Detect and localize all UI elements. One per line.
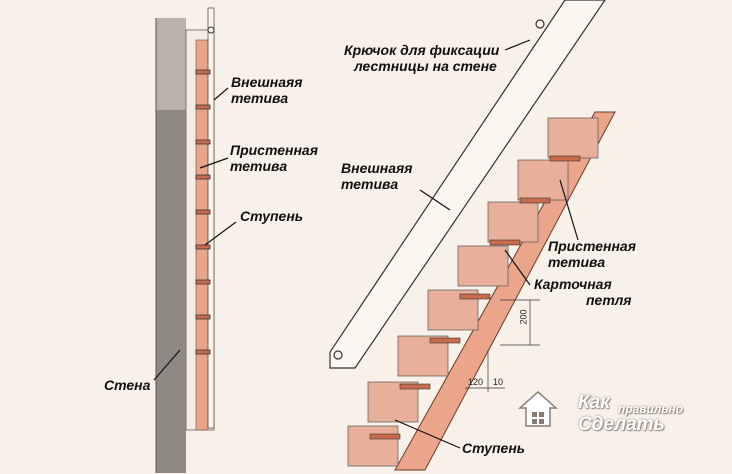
- label-wall: Стена: [104, 377, 151, 393]
- watermark-line1: Как: [578, 392, 610, 413]
- step-treads: [369, 155, 581, 440]
- label-step-side: Ступень: [240, 208, 304, 224]
- label-wall-stringer-side: Пристенная тетива: [230, 142, 318, 174]
- wall-stringer-front: [394, 111, 616, 471]
- label-line: петля: [586, 292, 632, 308]
- hook-icon: [535, 19, 545, 29]
- dimension-depth: 120: [468, 377, 484, 387]
- label-line: Крючок для фиксации: [344, 42, 500, 58]
- label-outer-stringer-front: Внешнаяя тетива: [341, 160, 413, 192]
- label-line: Внешнаяя: [231, 74, 303, 90]
- label-wall-stringer-front: Пристенная тетива: [548, 238, 636, 270]
- dimension-gap: 10: [493, 377, 504, 387]
- side-stringers: [185, 7, 215, 431]
- label-outer-stringer-side: Внешнаяя тетива: [231, 74, 303, 106]
- label-hook: Крючок для фиксации лестницы на стене: [344, 42, 499, 74]
- side-steps: [195, 69, 211, 355]
- label-line: Внешнаяя: [341, 160, 413, 176]
- front-leader-lines: [394, 39, 579, 449]
- label-step-front: Ступень: [462, 440, 526, 456]
- label-line: Пристенная: [230, 142, 318, 158]
- watermark-line2: правильно: [618, 402, 684, 416]
- side-leader-lines: [153, 87, 237, 381]
- label-line: тетива: [231, 90, 289, 106]
- label-line: лестницы на стене: [354, 58, 497, 74]
- outer-stringer-front: [329, 0, 606, 369]
- dimension-lines: [465, 299, 540, 392]
- dimension-height: 200: [518, 309, 529, 325]
- label-line: тетива: [548, 254, 606, 270]
- label-line: тетива: [230, 158, 288, 174]
- label-line: Карточная: [534, 276, 612, 292]
- watermark-house: [518, 390, 558, 427]
- steps-front: [347, 117, 599, 467]
- label-card-hinge: Карточная петля: [534, 276, 632, 308]
- wall-side-view: [155, 18, 186, 473]
- label-line: тетива: [341, 176, 399, 192]
- watermark-line3: Сделать: [578, 414, 665, 435]
- label-line: Пристенная: [548, 238, 636, 254]
